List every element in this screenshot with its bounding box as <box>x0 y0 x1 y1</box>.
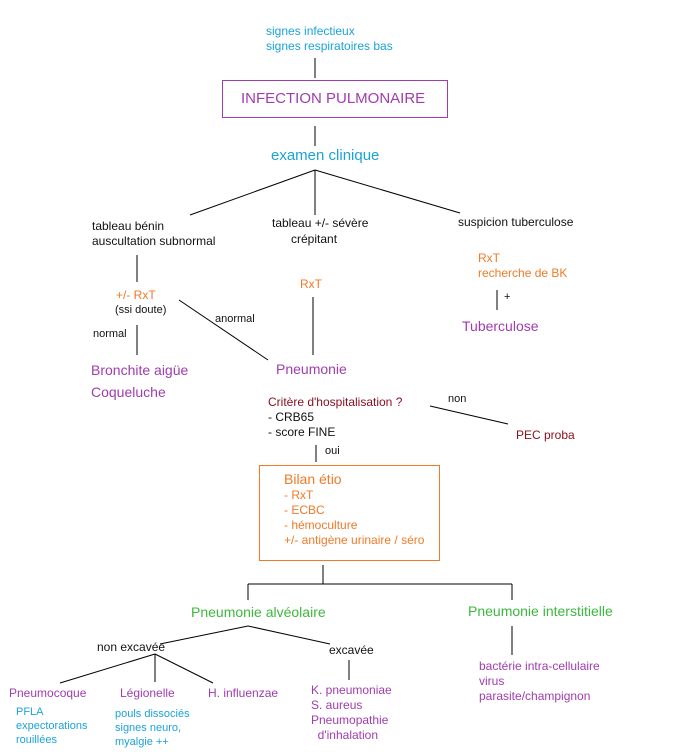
line-critere-to-pec <box>429 405 509 425</box>
pneumonie-interstitielle: Pneumonie interstitielle <box>468 603 613 619</box>
bilan-title: Bilan étio <box>284 471 342 487</box>
line-rxt-to-pneumonie <box>178 299 269 361</box>
branch-benin-line2: auscultation subnormal <box>92 234 216 248</box>
bilan-box <box>259 465 440 561</box>
germ-virus: virus <box>479 674 505 688</box>
legionelle-sign-neuro: signes neuro, <box>115 721 182 734</box>
branch-severe-line2: crépitant <box>291 232 338 246</box>
label-oui: oui <box>325 445 340 457</box>
line-to-pneumocoque <box>59 653 156 684</box>
germ-s-aureus: S. aureus <box>311 698 363 712</box>
pneumocoque-sign-expectorations: expectorations <box>16 719 88 732</box>
pec-proba: PEC proba <box>516 428 575 442</box>
non-excavee: non excavée <box>97 640 166 654</box>
intro-sign-infectieux: signes infectieux <box>266 24 355 38</box>
pneumonie-alveolaire: Pneumonie alvéolaire <box>191 604 326 620</box>
tb-exam-bk: recherche de BK <box>478 266 568 280</box>
exam-clinique: examen clinique <box>271 147 380 164</box>
germ-k-pneumoniae: K. pneumoniae <box>311 683 392 697</box>
label-normal: normal <box>93 328 127 340</box>
main-title-box <box>222 80 448 118</box>
branch-benin-line1: tableau bénin <box>92 219 165 233</box>
critere-crb65: - CRB65 <box>268 410 315 424</box>
legionelle-sign-myalgie: myalgie ++ <box>115 735 169 748</box>
intro-signs: signes infectieux signes respiratoires b… <box>266 24 393 54</box>
bilan-list: - RxT - ECBC - hémoculture +/- antigène … <box>284 488 424 548</box>
germ-bacterie-intracellulaire: bactérie intra-cellulaire <box>479 659 600 673</box>
tb-exams: RxT recherche de BK <box>478 251 567 281</box>
critere-fine: - score FINE <box>268 425 336 439</box>
excavee: excavée <box>329 643 374 657</box>
label-non: non <box>448 393 467 405</box>
line-to-h-influenzae <box>154 653 214 684</box>
legionelle: Légionelle <box>120 686 175 700</box>
germ-inhalation: d'inhalation <box>311 728 379 742</box>
rxt-optional: +/- RxT <box>116 288 156 302</box>
line-alveolaire-to-non-excavee <box>159 625 249 645</box>
pneumocoque-signs: PFLA expectorations rouillées <box>16 706 88 747</box>
germ-parasite-champignon: parasite/champignon <box>479 689 591 703</box>
branch-benin: tableau bénin auscultation subnormal <box>92 219 215 249</box>
legionelle-signs: pouls dissociés signes neuro, myalgie ++ <box>115 708 190 749</box>
rxt-severe: RxT <box>300 277 322 291</box>
pneumocoque-sign-pfla: PFLA <box>16 706 44 718</box>
bilan-item-ecbc: - ECBC <box>284 503 325 517</box>
tuberculose: Tuberculose <box>462 318 539 334</box>
main-title: INFECTION PULMONAIRE <box>241 90 426 107</box>
intro-sign-respiratoires: signes respiratoires bas <box>266 39 393 53</box>
line-exam-to-benin <box>189 169 316 216</box>
bilan-item-hemoculture: - hémoculture <box>284 518 358 532</box>
label-anormal: anormal <box>215 313 255 325</box>
pneumonie: Pneumonie <box>276 361 347 377</box>
interstitielle-germs: bactérie intra-cellulaire virus parasite… <box>479 659 600 704</box>
bronchite-aigue: Bronchite aigüe <box>91 362 189 378</box>
excavee-germs: K. pneumoniae S. aureus Pneumopathie d'i… <box>311 683 392 743</box>
germ-pneumopathie: Pneumopathie <box>311 713 389 727</box>
bilan-item-antigene: +/- antigène urinaire / séro <box>284 533 425 547</box>
pneumocoque: Pneumocoque <box>9 686 87 700</box>
tb-exam-rxt: RxT <box>478 251 500 265</box>
line-alveolaire-to-excavee <box>247 625 331 645</box>
critere-list: - CRB65 - score FINE <box>268 410 335 440</box>
ssi-doute: (ssi doute) <box>115 304 167 316</box>
critere-hospitalisation: Critère d'hospitalisation ? <box>268 395 403 409</box>
bilan-item-rxt: - RxT <box>284 488 314 502</box>
coqueluche: Coqueluche <box>91 384 166 400</box>
tb-plus: + <box>504 291 511 303</box>
line-exam-to-tb <box>314 169 461 214</box>
pneumocoque-sign-rouillees: rouillées <box>16 733 57 746</box>
branch-severe-line1: tableau +/- sévère <box>272 216 369 230</box>
branch-tb: suspicion tuberculose <box>458 215 574 229</box>
legionelle-sign-pouls: pouls dissociés <box>115 708 190 720</box>
h-influenzae: H. influenzae <box>208 686 279 700</box>
